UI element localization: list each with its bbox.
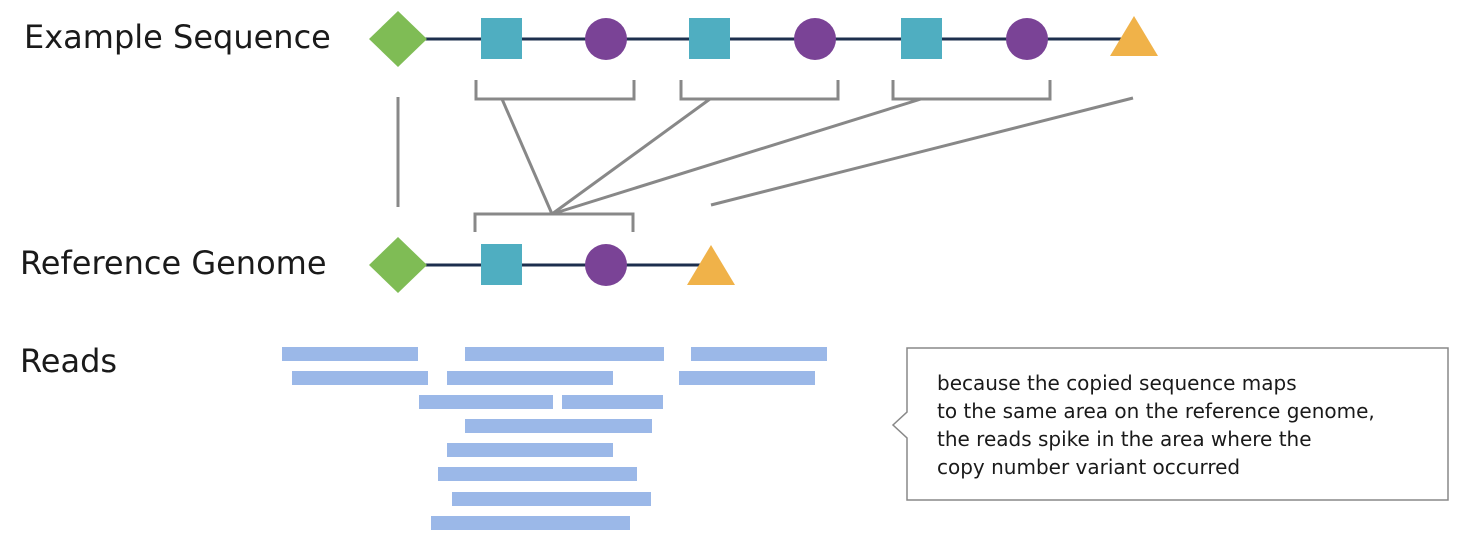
read-bar: [691, 347, 827, 361]
read-bar: [282, 347, 418, 361]
callout-box: because the copied sequence maps to the …: [891, 347, 1449, 501]
reference-genome-track: [369, 237, 735, 293]
reference-square-icon: [481, 244, 522, 285]
example-triangle-icon: [1110, 16, 1158, 56]
callout-text-line: to the same area on the reference genome…: [937, 399, 1375, 423]
example-bracket: [679, 80, 840, 101]
example-bracket: [474, 80, 636, 101]
read-bar: [447, 371, 613, 385]
reads-group: [282, 347, 827, 530]
mapping-connectors: [396, 80, 1134, 232]
example-square-icon: [481, 18, 522, 59]
example-circle-icon: [1006, 18, 1048, 60]
reference-diamond-icon: [369, 237, 427, 293]
callout-text-line: the reads spike in the area where the: [937, 427, 1312, 451]
read-bar: [679, 371, 815, 385]
read-bar: [438, 467, 637, 481]
copy-connector: [551, 97, 922, 216]
example-sequence-label: Example Sequence: [24, 18, 331, 56]
example-circle-icon: [794, 18, 836, 60]
reference-circle-icon: [585, 244, 627, 286]
read-bar: [465, 419, 652, 433]
triangle-connector: [710, 96, 1134, 207]
read-bar: [431, 516, 630, 530]
read-bar: [452, 492, 651, 506]
read-bar: [562, 395, 663, 409]
copy-connector: [500, 98, 554, 215]
read-bar: [419, 395, 553, 409]
read-bar: [447, 443, 613, 457]
read-bar: [292, 371, 428, 385]
copy-connector: [551, 97, 711, 216]
callout-text-line: copy number variant occurred: [937, 455, 1240, 479]
callout-text-line: because the copied sequence maps: [937, 371, 1297, 395]
example-circle-icon: [585, 18, 627, 60]
callout-frame: [891, 347, 1449, 501]
reference-bracket: [473, 212, 635, 232]
example-square-icon: [689, 18, 730, 59]
read-bar: [465, 347, 664, 361]
example-bracket: [891, 80, 1052, 101]
example-sequence-track: [369, 11, 1158, 67]
reads-label: Reads: [20, 342, 117, 380]
reference-triangle-icon: [687, 245, 735, 285]
example-square-icon: [901, 18, 942, 59]
example-diamond-icon: [369, 11, 427, 67]
reference-genome-label: Reference Genome: [20, 244, 327, 282]
